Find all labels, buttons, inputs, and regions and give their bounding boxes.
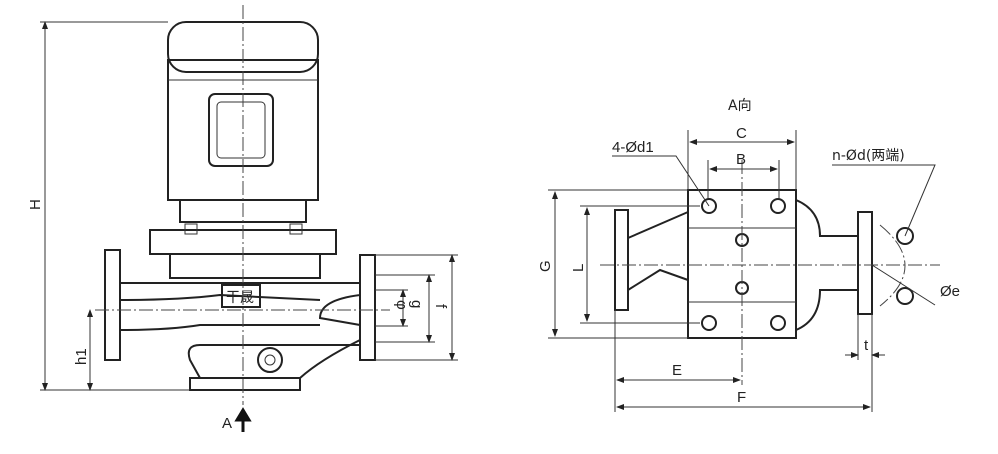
offset-e-label: E: [672, 362, 682, 379]
inlet-height-label: h1: [73, 348, 90, 365]
width-b-label: B: [736, 151, 746, 168]
width-c-label: C: [736, 125, 747, 142]
flange-thickness-label: t: [864, 337, 869, 354]
view-arrow-icon: [234, 407, 252, 432]
pitch-circle-label: g: [408, 300, 425, 308]
height-g-label: G: [537, 260, 554, 272]
outlet-flange: [359, 254, 376, 361]
pump-base: [189, 377, 301, 391]
logo-plate: [221, 284, 261, 308]
front-view: 干晟 H h1 φ g f A: [27, 5, 458, 432]
length-f-label: F: [737, 389, 746, 406]
base-hole: [701, 315, 717, 331]
flange-holes-label: n-Ød(两端): [832, 148, 905, 164]
pump-casing: [120, 282, 361, 379]
base-hole: [770, 198, 786, 214]
inlet-flange: [104, 249, 121, 361]
outlet-flange-a: [857, 211, 873, 315]
base-hole: [701, 198, 717, 214]
drain-plug: [257, 347, 283, 373]
height-l-label: L: [570, 264, 587, 272]
height-label: H: [27, 199, 44, 210]
view-a: A向 C B 4-Ød1 n-Ød(两端) G: [537, 98, 960, 412]
bolt-circle-label: Øe: [940, 283, 960, 300]
view-a-title: A向: [728, 98, 752, 114]
view-arrow-label: A: [222, 415, 232, 432]
logo-text: 干晟: [226, 290, 254, 306]
flange-hole: [896, 227, 914, 245]
terminal-box: [208, 93, 274, 167]
inlet-flange-a: [614, 209, 629, 311]
base-holes-label: 4-Ød1: [612, 139, 654, 156]
flange-label: f: [432, 304, 449, 309]
flange-hole: [896, 287, 914, 305]
bore-label: φ: [393, 300, 410, 310]
base-hole: [770, 315, 786, 331]
